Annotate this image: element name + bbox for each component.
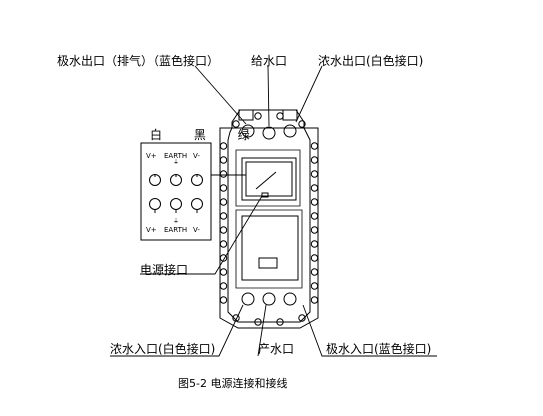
bolt-hole — [232, 120, 240, 128]
bolt-hole — [276, 318, 284, 326]
bolt-hole — [310, 268, 319, 276]
concentrate-outlet-port — [283, 124, 297, 138]
bolt-holes — [219, 112, 319, 326]
label-concentrate-outlet: 浓水出口(白色接口) — [318, 54, 424, 68]
terminal-v-plus-bottom — [149, 198, 161, 210]
terminal-colors-header: 白 黑 绿 — [150, 128, 264, 142]
leader-product-outlet — [257, 304, 267, 357]
bolt-hole — [219, 184, 228, 192]
label-brine-inlet: 极水入口(蓝色接口) — [326, 342, 432, 356]
bolt-hole — [310, 254, 319, 262]
bolt-hole — [219, 240, 228, 248]
leader-feed-inlet — [267, 65, 270, 127]
terminal-top-label-earth: EARTH — [164, 152, 188, 160]
terminal-block-outline — [140, 142, 212, 241]
label-feed-inlet: 给水口 — [251, 54, 288, 68]
brine-inlet-port — [283, 292, 297, 306]
power-box — [241, 157, 297, 201]
bolt-hole — [219, 170, 228, 178]
bolt-hole — [219, 142, 228, 150]
bolt-hole — [219, 282, 228, 290]
figure-caption: 图5-2 电源连接和接线 — [178, 377, 288, 390]
bolt-hole — [219, 268, 228, 276]
earth-symbol-top: ⏚ — [173, 159, 180, 166]
bolt-hole — [219, 254, 228, 262]
terminal-bottom-label-v-plus: V+ — [146, 226, 157, 234]
bolt-hole — [219, 226, 228, 234]
terminal-bottom-label-earth: EARTH — [164, 226, 188, 234]
earth-symbol-bottom: ⏚ — [173, 218, 180, 225]
leader-brine-outlet — [194, 65, 247, 125]
top-tab-left — [238, 109, 254, 121]
bolt-hole — [310, 240, 319, 248]
bolt-hole — [310, 282, 319, 290]
leader-concentrate-outlet — [295, 65, 323, 123]
leader-power-port — [140, 195, 263, 275]
top-tab-right — [282, 109, 298, 121]
bolt-hole — [219, 156, 228, 164]
bolt-hole — [310, 170, 319, 178]
terminal-top-label-v-minus: V- — [193, 152, 200, 160]
label-concentrate-inlet: 浓水入口(白色接口) — [110, 342, 216, 356]
bolt-hole — [310, 184, 319, 192]
bolt-hole — [254, 112, 262, 120]
bolt-hole — [298, 314, 306, 322]
bolt-hole — [310, 142, 319, 150]
bolt-hole — [310, 226, 319, 234]
bolt-hole — [310, 212, 319, 220]
leader-concentrate-inlet — [110, 304, 244, 357]
bolt-hole — [219, 296, 228, 304]
brine-outlet-port — [241, 124, 255, 138]
leader-brine-inlet — [302, 304, 437, 357]
label-brine-outlet: 极水出口（排气）（蓝色接口） — [57, 54, 220, 68]
device-outline — [219, 109, 319, 329]
terminal-top-label-v-plus: V+ — [146, 152, 157, 160]
bolt-hole — [310, 156, 319, 164]
lower-window — [241, 215, 299, 281]
terminal-bottom-label-v-minus: V- — [193, 226, 200, 234]
bolt-hole — [219, 212, 228, 220]
concentrate-inlet-port — [241, 292, 255, 306]
bolt-hole — [254, 318, 262, 326]
terminal-earth-bottom — [170, 198, 182, 210]
feed-inlet-port — [262, 126, 276, 140]
bolt-hole — [276, 112, 284, 120]
device-inner-outline — [227, 127, 311, 323]
bolt-hole — [219, 198, 228, 206]
product-outlet-port — [262, 292, 276, 306]
label-power-port: 电源接口 — [140, 263, 189, 277]
bolt-hole — [310, 296, 319, 304]
terminal-v-minus-bottom — [191, 198, 203, 210]
label-product-outlet: 产水口 — [258, 342, 295, 356]
lower-window-slot — [258, 257, 278, 269]
bolt-hole — [298, 120, 306, 128]
bolt-hole — [310, 198, 319, 206]
bolt-hole — [232, 314, 240, 322]
power-box-inner — [245, 161, 293, 197]
